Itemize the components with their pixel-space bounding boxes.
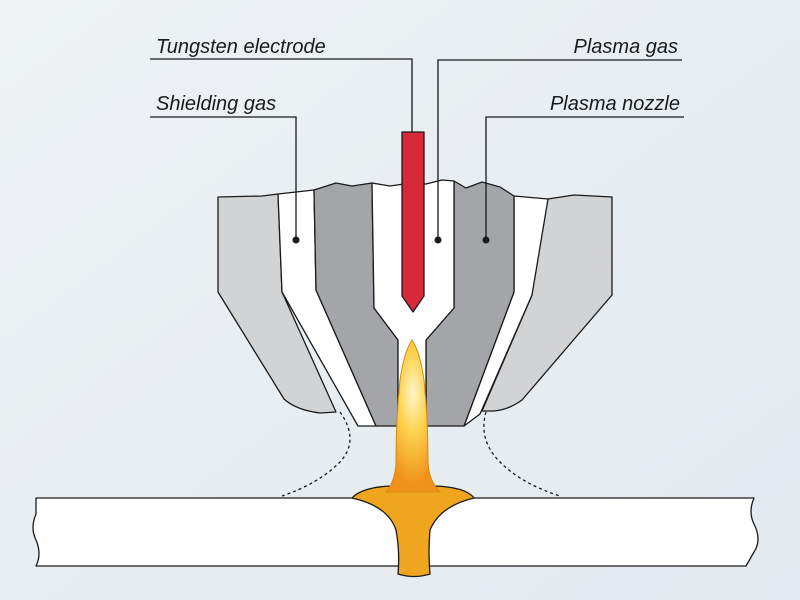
label-plasma-nozzle: Plasma nozzle	[550, 93, 680, 115]
label-tungsten-electrode: Tungsten electrode	[156, 36, 326, 58]
leader-tungsten-electrode	[150, 58, 413, 132]
shielding-flow-right	[483, 411, 561, 497]
leader-shielding-gas	[150, 116, 297, 240]
plasma-arc	[384, 339, 442, 493]
workpiece	[32, 497, 759, 567]
leader-plasma-nozzle	[485, 116, 684, 240]
label-plasma-gas: Plasma gas	[574, 36, 679, 58]
dot-shielding-gas	[292, 236, 300, 244]
label-shielding-gas: Shielding gas	[156, 93, 276, 115]
leader-plasma-gas	[437, 59, 682, 240]
dot-plasma-gas	[434, 236, 442, 244]
tungsten-electrode	[401, 131, 425, 313]
dot-plasma-nozzle	[482, 236, 490, 244]
shielding-flow-left	[281, 411, 351, 497]
